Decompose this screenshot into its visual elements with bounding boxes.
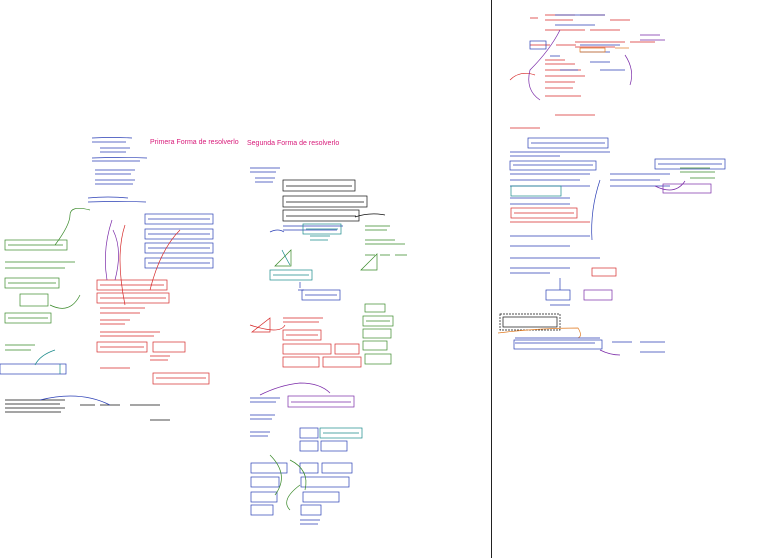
heading-first-method: Primera Forma de resolverlo <box>150 139 239 146</box>
heading-second-method: Segunda Forma de resolverlo <box>247 140 340 147</box>
page-divider <box>491 0 492 558</box>
